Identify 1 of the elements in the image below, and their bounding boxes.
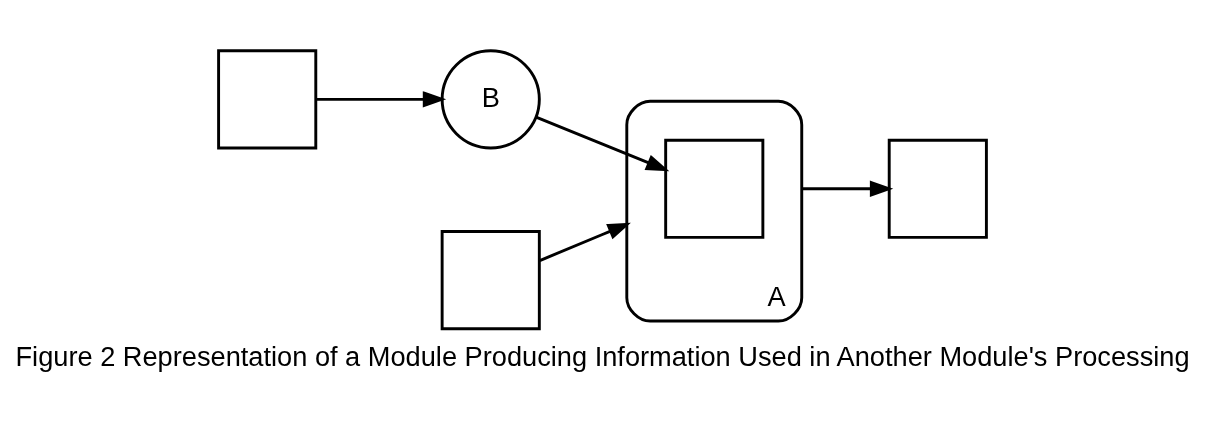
caption: Figure 2 Representation of a Module Producing Information Used in Another Module's Processing [15, 340, 1190, 372]
